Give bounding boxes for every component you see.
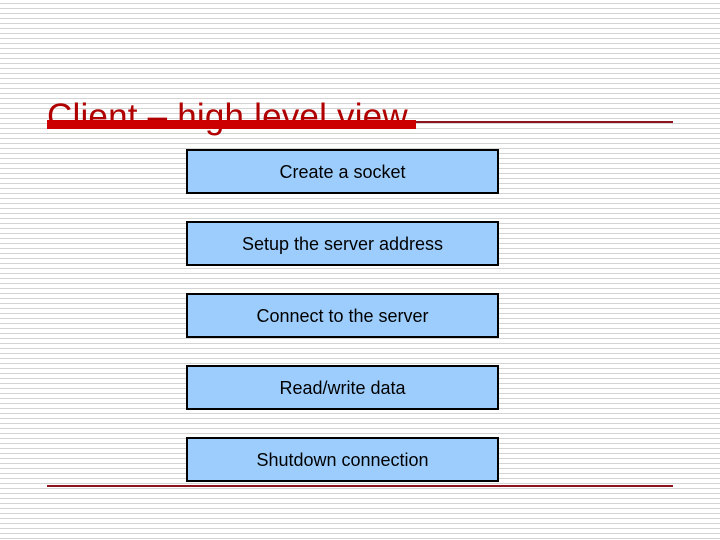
footer-rule (47, 485, 673, 487)
flow-diagram: Create a socket Setup the server address… (186, 149, 499, 482)
flow-step-shutdown-connection: Shutdown connection (186, 437, 499, 482)
flow-step-setup-server-address: Setup the server address (186, 221, 499, 266)
flow-step-create-socket: Create a socket (186, 149, 499, 194)
flow-step-read-write-data: Read/write data (186, 365, 499, 410)
title-accent-bar (47, 120, 416, 129)
page-title: Client – high level view (47, 97, 408, 137)
flow-step-label: Create a socket (279, 161, 406, 182)
flow-step-label: Setup the server address (241, 233, 444, 254)
flow-step-label: Shutdown connection (256, 449, 429, 470)
flow-step-label: Read/write data (279, 377, 406, 398)
flow-step-connect-to-server: Connect to the server (186, 293, 499, 338)
flow-step-label: Connect to the server (256, 305, 429, 326)
